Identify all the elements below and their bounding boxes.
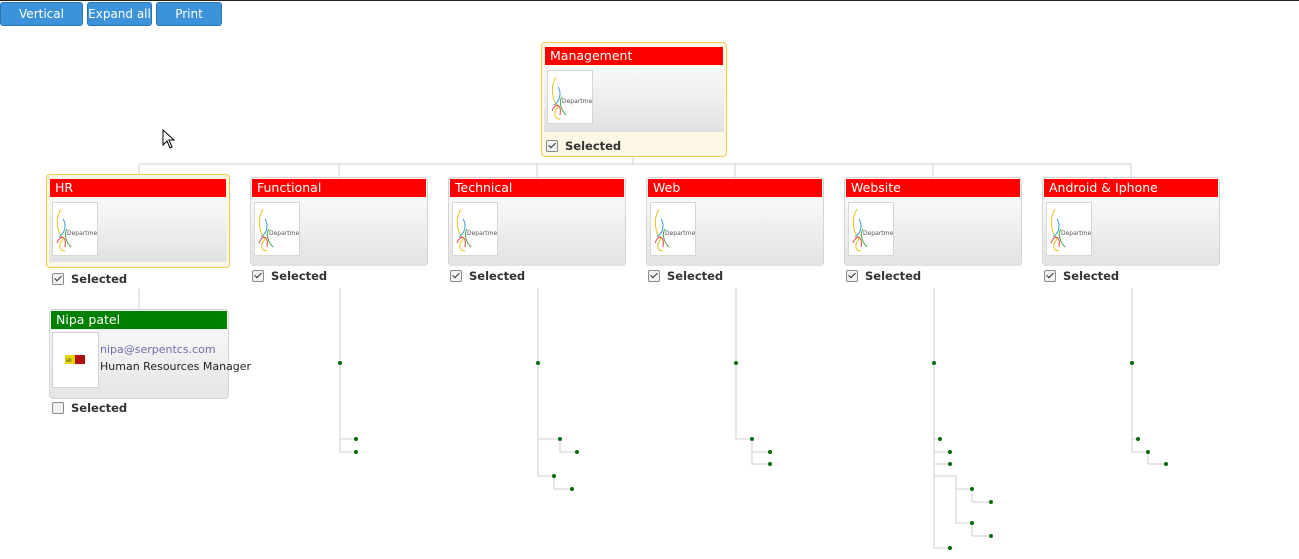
department-logo-icon: Department [848, 202, 900, 256]
window-top-border [0, 0, 1299, 1]
node-title: Technical [450, 179, 624, 197]
print-chart-button[interactable]: Print Chart [156, 2, 222, 43]
selected-checkbox[interactable] [450, 269, 462, 282]
employee-selected-checkbox-row[interactable]: Selected [52, 401, 127, 415]
selected-checkbox[interactable] [648, 269, 660, 282]
svg-text:Department: Department [863, 230, 893, 237]
node-title: Management [545, 47, 723, 65]
org-node-android-iphone[interactable]: Android & Iphone Department [1042, 177, 1220, 266]
department-logo-icon: Department [254, 202, 306, 256]
expand-all-button[interactable]: Expand all [87, 2, 152, 26]
node-title: Web [648, 179, 822, 197]
employee-job-title: Human Resources Manager [100, 360, 252, 373]
selected-checkbox[interactable] [1044, 269, 1056, 282]
website-selected-checkbox-row[interactable]: Selected [846, 269, 921, 283]
node-title: Functional [252, 179, 426, 197]
org-node-management[interactable]: Management Department Selected [541, 42, 727, 157]
department-logo-icon: Department [452, 202, 504, 256]
svg-text:Department: Department [1061, 230, 1091, 237]
svg-text:Department: Department [665, 230, 695, 237]
technical-selected-checkbox-row[interactable]: Selected [450, 269, 525, 283]
selected-checkbox[interactable] [546, 139, 558, 152]
vertical-layout-button[interactable]: Vertical layout [0, 2, 83, 43]
node-title: Android & Iphone [1044, 179, 1218, 197]
org-node-web[interactable]: Web Department [646, 177, 824, 266]
svg-text:HR: HR [66, 358, 72, 363]
web-selected-checkbox-row[interactable]: Selected [648, 269, 723, 283]
org-node-hr[interactable]: HR Department [46, 174, 230, 268]
selected-checkbox[interactable] [846, 269, 858, 282]
node-title: Website [846, 179, 1020, 197]
selected-checkbox-row[interactable]: Selected [546, 139, 621, 153]
employee-email-link[interactable]: nipa@serpentcs.com [100, 343, 216, 356]
org-node-website[interactable]: Website Department [844, 177, 1022, 266]
svg-text:Department: Department [269, 230, 299, 237]
employee-name: Nipa patel [51, 311, 227, 329]
node-title: HR [50, 179, 226, 197]
org-node-employee-nipa-patel[interactable]: Nipa patel HR nipa@serpentcs.com Human R… [49, 309, 251, 399]
selected-checkbox[interactable] [252, 269, 264, 282]
department-logo-icon: Department [52, 202, 104, 256]
department-logo-icon: Department [650, 202, 702, 256]
employee-photo-icon: HR [52, 332, 99, 388]
selected-checkbox[interactable] [52, 272, 64, 285]
android-iphone-selected-checkbox-row[interactable]: Selected [1044, 269, 1119, 283]
org-node-functional[interactable]: Functional Department [250, 177, 428, 266]
hr-selected-checkbox-row[interactable]: Selected [52, 272, 127, 286]
mouse-cursor-icon [162, 129, 176, 149]
functional-selected-checkbox-row[interactable]: Selected [252, 269, 327, 283]
svg-text:Department: Department [67, 230, 97, 237]
selected-checkbox[interactable] [52, 401, 64, 414]
department-logo-icon: Department [547, 70, 599, 124]
svg-text:Department: Department [562, 98, 592, 105]
org-node-technical[interactable]: Technical Department [448, 177, 626, 266]
department-logo-icon: Department [1046, 202, 1098, 256]
svg-text:Department: Department [467, 230, 497, 237]
